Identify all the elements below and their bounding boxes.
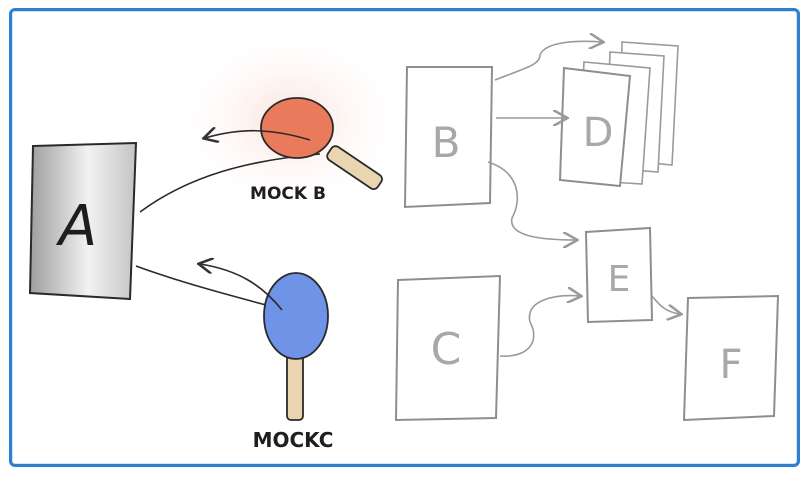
mock-c-handle (286, 351, 304, 421)
mock-b-return-arrow (205, 131, 311, 140)
box-f: F (682, 294, 780, 422)
arrow-e-f (651, 295, 680, 314)
box-b: B (403, 66, 494, 209)
arrow-c-e (499, 296, 580, 357)
mock-b-label: MOCK B (250, 184, 326, 204)
mock-c-return-arrow (200, 264, 283, 311)
mock-b-handle (326, 145, 383, 191)
box-a-label: A (56, 194, 97, 259)
box-e-label: E (608, 259, 631, 300)
arrow-b-d-top (494, 41, 602, 81)
box-d-stack: D (558, 41, 679, 188)
mock-b-blade (260, 97, 334, 159)
mock-c-blade (263, 272, 329, 360)
box-e: E (584, 226, 654, 324)
box-b-label: B (432, 118, 461, 167)
box-f-label: F (719, 342, 742, 388)
mock-c-paddle (263, 272, 329, 421)
box-a: A (28, 141, 138, 301)
mock-c-label: MOCKC (253, 428, 334, 452)
mock-b-paddle (260, 97, 383, 191)
box-d-label: D (583, 110, 614, 156)
box-c-label: C (431, 324, 462, 375)
box-c: C (394, 274, 502, 422)
arrow-b-e (487, 161, 576, 240)
